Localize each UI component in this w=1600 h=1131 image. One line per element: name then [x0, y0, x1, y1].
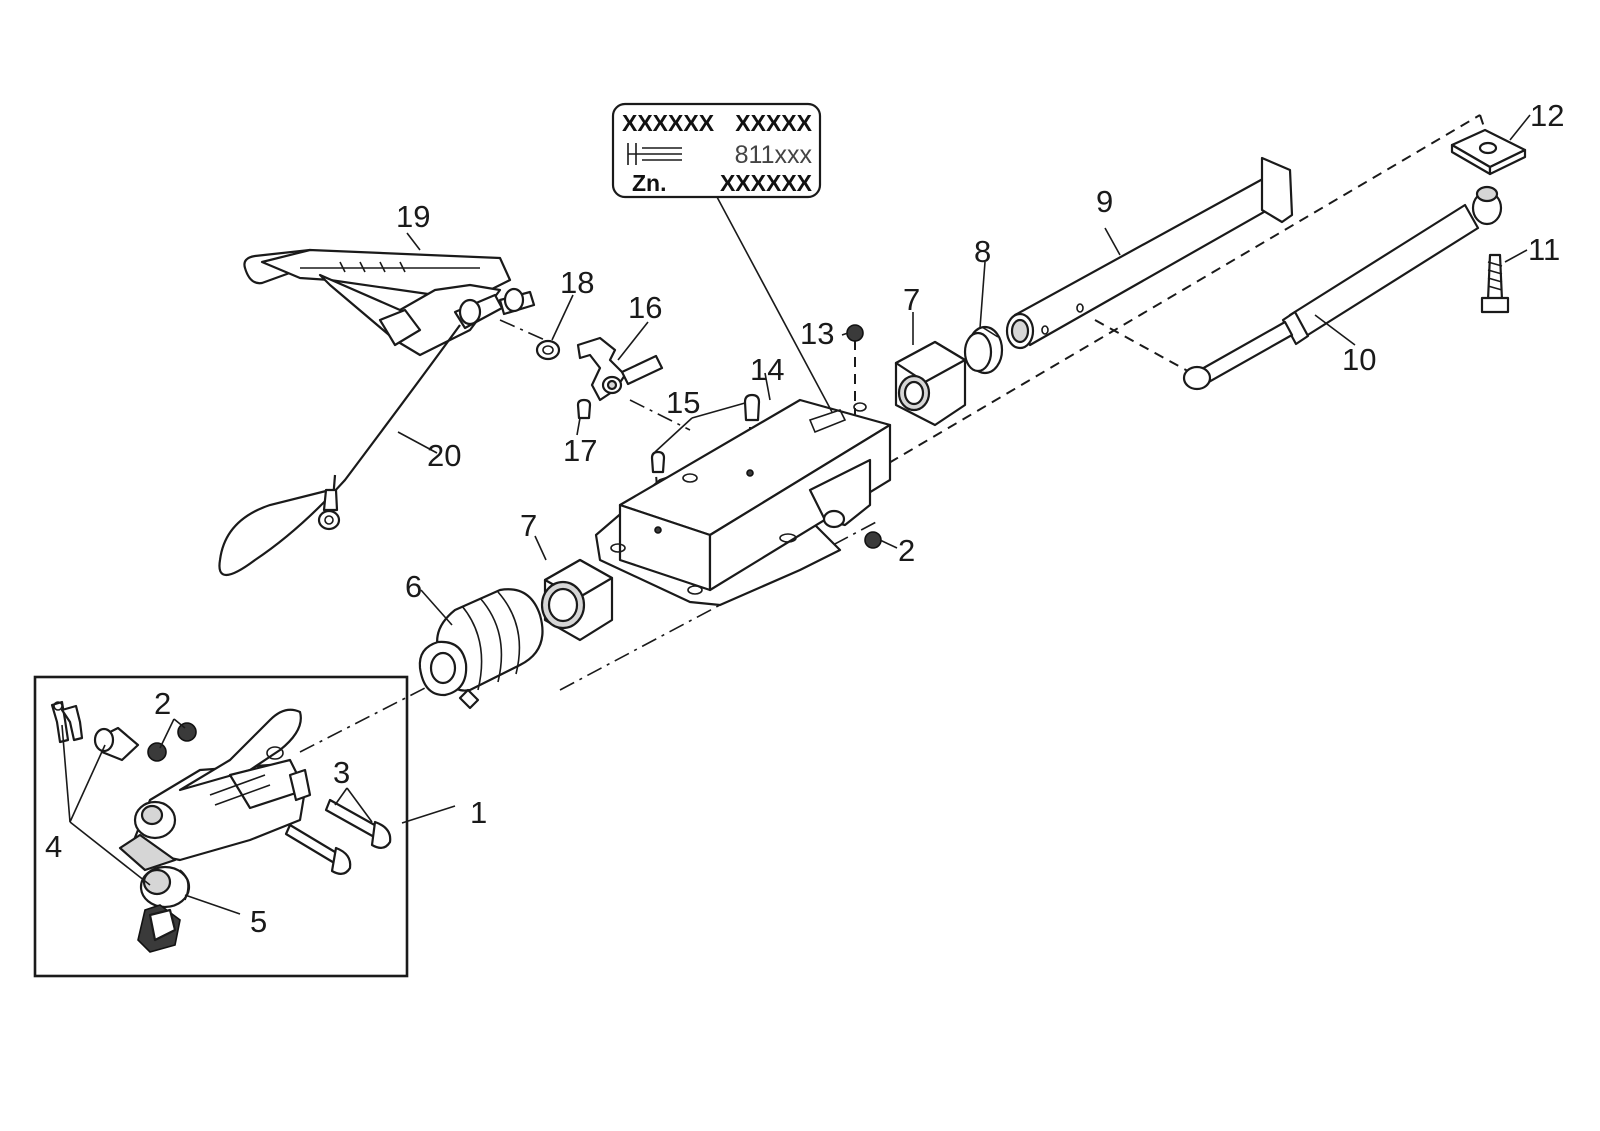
small-nipple-part-17: [576, 398, 592, 420]
shock-absorber-part: [1182, 185, 1503, 391]
callout-16: 16: [628, 290, 662, 325]
nut-part-13: [846, 324, 864, 342]
callout-13: 13: [800, 316, 834, 351]
drawbar-symbol-icon: [627, 143, 682, 165]
callout-1: 1: [470, 795, 487, 830]
callout-6: 6: [405, 569, 422, 604]
tube-part: [1005, 156, 1294, 350]
callout-15: 15: [666, 385, 700, 420]
hand-brake-lever-part: [243, 248, 536, 357]
plate-row3-left: Zn.: [632, 170, 667, 196]
grease-nipple-parts: [650, 393, 761, 474]
callout-3: 3: [333, 755, 350, 790]
plate-row2-right: 811xxx: [735, 141, 813, 169]
callout-labels: 1 2 2 3 4 5 6 7 7 8 9 10 11 12 13 14 15 …: [45, 98, 1564, 939]
callout-9: 9: [1096, 184, 1113, 219]
key-icon: [50, 700, 84, 744]
callout-14: 14: [750, 352, 784, 387]
callout-17: 17: [563, 433, 597, 468]
callout-12: 12: [1530, 98, 1564, 133]
bolt-part-11: [1480, 253, 1510, 314]
callout-2-assembly: 2: [154, 686, 171, 721]
leader-lines: [61, 114, 1531, 915]
bolts-part-3: [284, 798, 392, 875]
soft-dock-part: [137, 865, 191, 953]
plate-row1-left: XXXXXX: [622, 110, 715, 136]
coupling-assembly-box: [33, 675, 409, 978]
plate-row1-right: XXXXX: [735, 110, 812, 136]
rubber-block-lower-part: [540, 558, 614, 642]
callout-18: 18: [560, 265, 594, 300]
callout-10: 10: [1342, 342, 1376, 377]
callout-5: 5: [250, 904, 267, 939]
ring-part: [963, 325, 1004, 375]
identification-plate: XXXXXX XXXXX 811xxx Zn. XXXXXX: [611, 102, 822, 199]
callout-19: 19: [396, 199, 430, 234]
nut-part-2-assembly: [147, 722, 197, 762]
drawbar-housing-part: [594, 398, 892, 607]
callout-4: 4: [45, 829, 62, 864]
breakaway-cable-part: [218, 324, 461, 576]
washer-part-18: [535, 339, 561, 361]
nut-part-2-housing: [864, 531, 882, 549]
lever-bracket-part: [576, 336, 664, 402]
callout-20: 20: [427, 438, 461, 473]
callout-7-upper: 7: [903, 282, 920, 317]
rubber-block-upper-part: [894, 340, 967, 427]
coupling-head-part: [118, 708, 312, 872]
square-washer-part: [1450, 128, 1527, 176]
lock-cylinder-part: [93, 726, 140, 762]
callout-2-housing: 2: [898, 533, 915, 568]
bellows-part: [418, 588, 544, 710]
callout-7-lower: 7: [520, 508, 537, 543]
plate-row3-right: XXXXXX: [720, 170, 813, 196]
callout-8: 8: [974, 234, 991, 269]
callout-11: 11: [1528, 232, 1560, 267]
